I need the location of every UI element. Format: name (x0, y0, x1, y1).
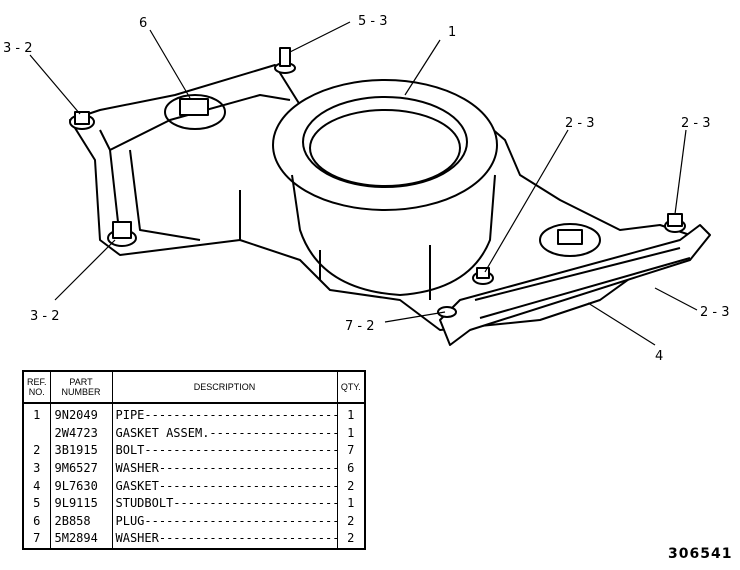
part-number-cell: 2B858 (50, 512, 113, 531)
table-row: 4 9L7630 GASKET-------------------------… (23, 477, 365, 495)
table-row: 3 9M6527 WASHER-------------------------… (23, 459, 365, 478)
plug-boss-left (164, 94, 226, 130)
plug-right (557, 229, 583, 245)
qty-cell: 2 (347, 531, 355, 546)
qty-cell: 2 (347, 478, 355, 493)
leader-6 (149, 29, 191, 99)
plug-boss-right (539, 223, 601, 257)
description-cell: GASKET ASSEM.------------------ (112, 424, 338, 443)
part-number-cell: 9L7630 (50, 477, 113, 495)
qty-cell: 7 (347, 443, 355, 458)
callout-1: 1 (448, 25, 456, 40)
callout-2-3-b: 2 - 3 (681, 116, 711, 131)
leader-3-2-bottom (54, 239, 116, 301)
header-qty: QTY. (336, 370, 366, 404)
table-row: 2W4723 GASKET ASSEM.------------------ 1 (23, 424, 365, 443)
description-cell: WASHER------------------------- (112, 530, 338, 549)
pipe-neck (291, 174, 496, 296)
part-number-cell: 3B1915 (50, 442, 113, 460)
header-description: DESCRIPTION (111, 370, 338, 404)
washer-flange (437, 306, 457, 318)
qty-cell: 6 (347, 461, 355, 476)
ref-cell: 4 (23, 477, 51, 495)
description-cell: GASKET------------------------- (112, 477, 338, 495)
pipe-flange-outer (272, 79, 498, 211)
description-cell: BOLT--------------------------- (112, 442, 338, 460)
leader-1 (404, 39, 441, 96)
stud-bolt (274, 47, 296, 74)
callout-6: 6 (139, 16, 147, 31)
bolt-top-left (69, 111, 95, 130)
table-row: 2 3B1915 BOLT---------------------------… (23, 442, 365, 460)
leader-7-2 (384, 311, 446, 323)
description-cell: WASHER------------------------- (112, 459, 338, 478)
leader-4 (587, 302, 656, 346)
ref-cell: 3 (23, 459, 51, 478)
part-number-cell: 5M2894 (50, 530, 113, 549)
ref-cell: 7 (23, 530, 51, 549)
leader-3-2-top (29, 54, 81, 115)
header-ref-no: REF.NO. (22, 370, 51, 404)
callout-4: 4 (655, 349, 663, 364)
description-cell: PIPE--------------------------- (112, 403, 338, 425)
table-row: 5 9L9115 STUDBOLT-----------------------… (23, 494, 365, 513)
bolt-bottom-left (107, 221, 137, 247)
gasket (439, 224, 711, 346)
part-number-cell: 2W4723 (50, 424, 113, 443)
callout-5-3: 5 - 3 (358, 14, 388, 29)
callout-3-2-bottom: 3 - 2 (30, 309, 60, 324)
qty-cell: 2 (347, 513, 355, 528)
ref-cell: 5 (23, 494, 51, 513)
table-row: 1 9N2049 PIPE---------------------------… (23, 403, 365, 425)
leader-5-3 (289, 21, 351, 53)
callout-7-2: 7 - 2 (345, 319, 375, 334)
ref-cell: 2 (23, 442, 51, 460)
bolt-flange-right (664, 213, 686, 233)
ref-cell: 6 (23, 512, 51, 531)
bolt-flange-left (472, 267, 494, 285)
ref-cell: 1 (23, 403, 51, 425)
leader-2-3-b (674, 129, 687, 215)
callout-3-2-top: 3 - 2 (3, 41, 33, 56)
left-bracket (99, 94, 291, 241)
part-number-cell: 9L9115 (50, 494, 113, 513)
table-row: 6 2B858 PLUG--------------------------- … (23, 512, 365, 531)
leader-2-3-c (654, 287, 698, 311)
pipe-bore (309, 109, 461, 187)
part-number-cell: 9M6527 (50, 459, 113, 478)
description-cell: PLUG--------------------------- (112, 512, 338, 531)
callout-2-3-a: 2 - 3 (565, 116, 595, 131)
qty-cell: 1 (347, 496, 355, 511)
callout-2-3-c: 2 - 3 (700, 305, 730, 320)
plug-left (179, 98, 209, 116)
ref-cell (23, 424, 51, 443)
table-row: 7 5M2894 WASHER-------------------------… (23, 530, 365, 549)
description-cell: STUDBOLT----------------------- (112, 494, 338, 513)
leader-2-3-a (484, 129, 569, 273)
qty-cell: 1 (347, 408, 355, 423)
qty-cell: 1 (347, 425, 355, 440)
drawing-number: 306541 (668, 546, 733, 562)
part-number-cell: 9N2049 (50, 403, 113, 425)
